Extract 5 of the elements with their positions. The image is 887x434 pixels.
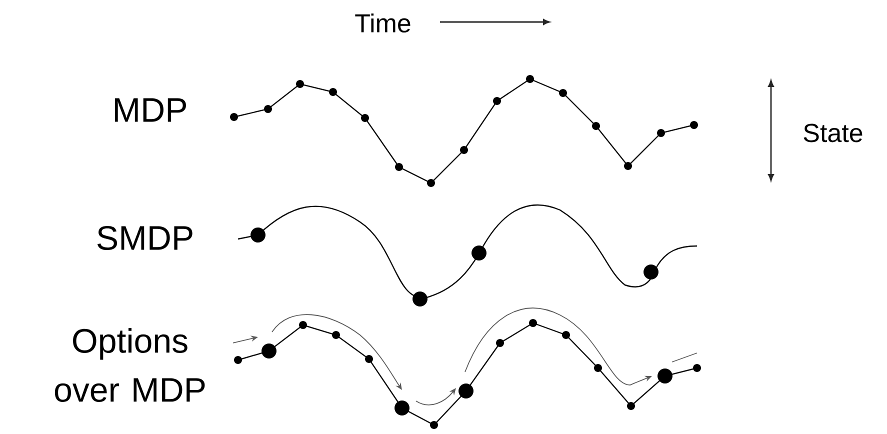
axis-label: Time <box>355 13 410 33</box>
row-label: SMDP <box>97 226 192 250</box>
row-label: MDP <box>115 98 186 122</box>
axis-label: State <box>804 124 862 142</box>
row-label: Options over MDP <box>54 328 205 402</box>
